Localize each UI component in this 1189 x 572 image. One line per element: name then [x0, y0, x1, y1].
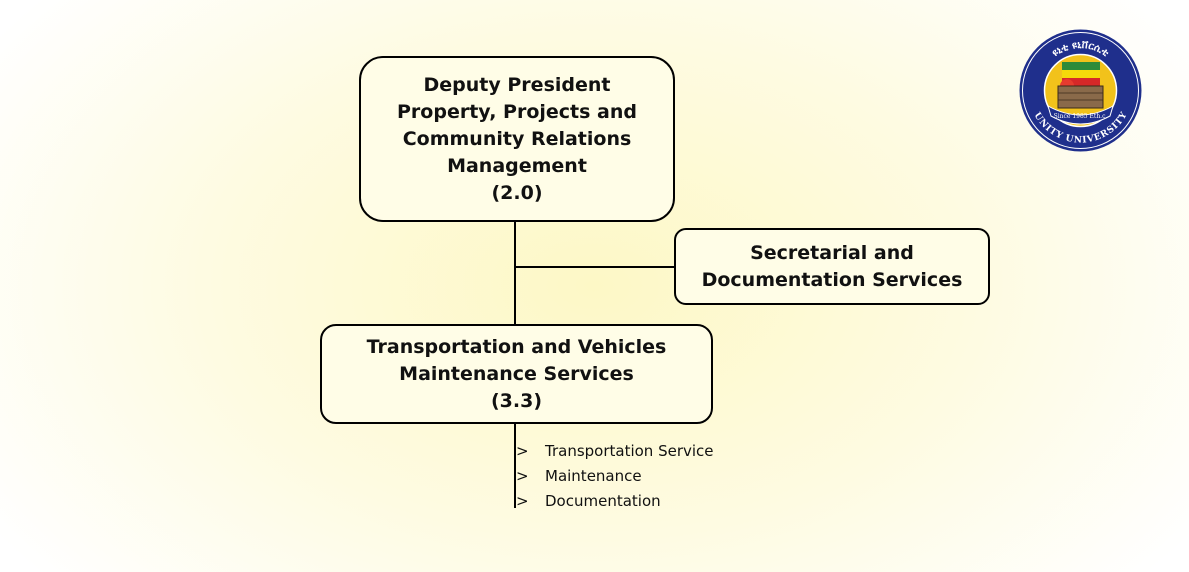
bullet-marker: >: [516, 492, 529, 510]
box-text-line: Community Relations: [402, 127, 632, 150]
unity-university-logo: Since 1985 Eth.c. ዩኒቲ ዩኒቨርሲቲ UNITY UNIVE…: [1019, 29, 1142, 152]
list-item: > Maintenance: [516, 466, 714, 491]
box-text-line: Documentation Services: [701, 268, 963, 291]
bullet-marker: >: [516, 442, 529, 460]
bullet-marker: >: [516, 467, 529, 485]
list-item: > Transportation Service: [516, 441, 714, 466]
secretarial-box: Secretarial and Documentation Services: [674, 228, 990, 305]
box-text-line: Maintenance Services: [399, 362, 634, 385]
list-item-label: Documentation: [545, 492, 661, 510]
box-text-line: Secretarial and: [750, 241, 914, 264]
list-item-label: Maintenance: [545, 467, 642, 485]
logo-since-text: Since 1985 Eth.c.: [1054, 113, 1108, 120]
list-item-label: Transportation Service: [545, 442, 714, 460]
transportation-box: Transportation and Vehicles Maintenance …: [320, 324, 713, 424]
box-code: (3.3): [490, 389, 543, 412]
box-code: (2.0): [491, 181, 543, 204]
box-text-line: Deputy President: [423, 73, 611, 96]
box-text-line: Management: [447, 154, 587, 177]
connector-vertical-services: [514, 424, 516, 508]
connector-vertical-main: [514, 222, 516, 325]
connector-horizontal-secretarial: [514, 266, 675, 268]
deputy-president-box: Deputy President Property, Projects and …: [359, 56, 675, 222]
box-text-line: Transportation and Vehicles: [366, 335, 667, 358]
list-item: > Documentation: [516, 491, 714, 516]
box-text-line: Property, Projects and: [397, 100, 637, 123]
services-list: > Transportation Service > Maintenance >…: [516, 441, 714, 516]
